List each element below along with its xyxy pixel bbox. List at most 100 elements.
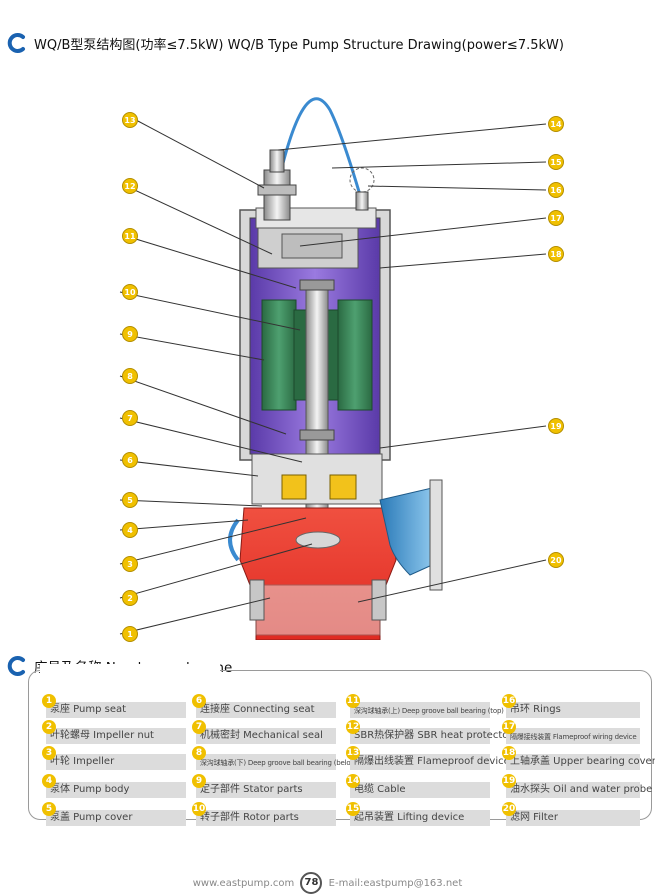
legend-item-number: 4 [42, 774, 56, 788]
callout-badge: 1 [122, 626, 138, 642]
legend-item-number: 2 [42, 720, 56, 734]
legend-item-label: 叶轮 Impeller [50, 756, 115, 767]
callout-badge: 19 [548, 418, 564, 434]
legend-item-label: 泵盖 Pump cover [50, 812, 133, 823]
legend-item-label: 定子部件 Stator parts [200, 784, 303, 795]
legend-item-bar [196, 782, 336, 798]
callout-badge: 8 [122, 368, 138, 384]
legend-item: 深沟球轴承(下) Deep groove ball bearing (below… [192, 746, 359, 772]
legend-item-bar [506, 702, 640, 718]
legend-item-number: 14 [346, 774, 360, 788]
legend-item-number: 11 [346, 694, 360, 708]
legend-item-bar [46, 728, 186, 744]
callout-badge: 15 [548, 154, 564, 170]
lifting-ring [349, 167, 375, 193]
legend-item-number: 7 [192, 720, 206, 734]
callout-badge: 3 [122, 556, 138, 572]
legend-item-number: 19 [502, 774, 516, 788]
stator-left [261, 299, 297, 411]
lifting-device [266, 97, 372, 233]
legend-item-bar [350, 728, 490, 744]
legend-item-label: 吊环 Rings [510, 704, 561, 715]
page-number: 78 [300, 872, 323, 894]
legend-item-number: 3 [42, 746, 56, 760]
stator-right [337, 299, 373, 411]
legend-item-label: 油水探头 Oil and water probe [510, 784, 653, 795]
callout-badge: 7 [122, 410, 138, 426]
callout-badge: 5 [122, 492, 138, 508]
c-ring-icon [7, 656, 25, 676]
footer-website: www.eastpump.com [192, 878, 295, 889]
legend-item-label: 机械密封 Mechanical seal [200, 730, 323, 741]
legend-item-bar [506, 810, 640, 826]
legend-item-bar [196, 728, 336, 744]
callout-badge: 18 [548, 246, 564, 262]
callout-badge: 10 [122, 284, 138, 300]
legend-item-bar [350, 810, 490, 826]
connecting-seat [251, 453, 383, 505]
legend-item-label: 起吊装置 Lifting device [354, 812, 465, 823]
legend-item-number: 5 [42, 802, 56, 816]
callout-badge: 12 [122, 178, 138, 194]
legend-item-number: 6 [192, 694, 206, 708]
callout-badge: 14 [548, 116, 564, 132]
callout-badge: 17 [548, 210, 564, 226]
legend-item-bar [506, 754, 640, 770]
footer-email: E-mail:eastpump@163.net [328, 878, 463, 889]
title-row: WQ/B型泵结构图(功率≤7.5kW) WQ/B Type Pump Struc… [6, 30, 564, 56]
legend-item-label: 泵体 Pump body [50, 784, 130, 795]
legend-item-bar [506, 782, 640, 798]
callout-badge: 4 [122, 522, 138, 538]
legend-item-number: 9 [192, 774, 206, 788]
pump-seat [255, 584, 381, 636]
legend-item-label: 电缆 Cable [354, 784, 406, 795]
legend-item-number: 8 [192, 746, 206, 760]
legend-item-bar [506, 728, 640, 744]
callout-badge: 20 [548, 552, 564, 568]
legend-box [28, 670, 652, 820]
legend-item-label: 隔爆接线装置 Flameproof wiring device [510, 733, 637, 741]
legend-item-bar [350, 754, 490, 770]
legend-item-label: 深沟球轴承(下) Deep groove ball bearing (below… [200, 759, 359, 767]
legend-item-bar [196, 754, 336, 770]
legend-item-number: 13 [346, 746, 360, 760]
legend-item-label: 深沟球轴承(上) Deep groove ball bearing (top) [354, 707, 504, 715]
legend-item-bar [350, 782, 490, 798]
callout-badge: 2 [122, 590, 138, 606]
callout-badge: 16 [548, 182, 564, 198]
legend-item-number: 10 [192, 802, 206, 816]
c-ring-icon [7, 33, 25, 53]
legend-item-label: 滤网 Filter [510, 812, 558, 823]
callout-badge: 6 [122, 452, 138, 468]
legend-item-number: 17 [502, 720, 516, 734]
legend-item-bar [196, 702, 336, 718]
legend-item-label: SBR热保护器 SBR heat protector [354, 730, 513, 741]
legend-item-number: 1 [42, 694, 56, 708]
discharge-pipe [379, 487, 433, 576]
legend-item-bar [46, 702, 186, 718]
legend-item-bar [196, 810, 336, 826]
legend-item-label: 转子部件 Rotor parts [200, 812, 299, 823]
legend-item-bar [46, 782, 186, 798]
legend-item-label: 隔爆出线装置 Flameproof device [354, 756, 510, 767]
callout-badge: 9 [122, 326, 138, 342]
legend-item-bar [46, 810, 186, 826]
legend-item-number: 20 [502, 802, 516, 816]
legend-item: 深沟球轴承(上) Deep groove ball bearing (top)1… [346, 694, 504, 720]
